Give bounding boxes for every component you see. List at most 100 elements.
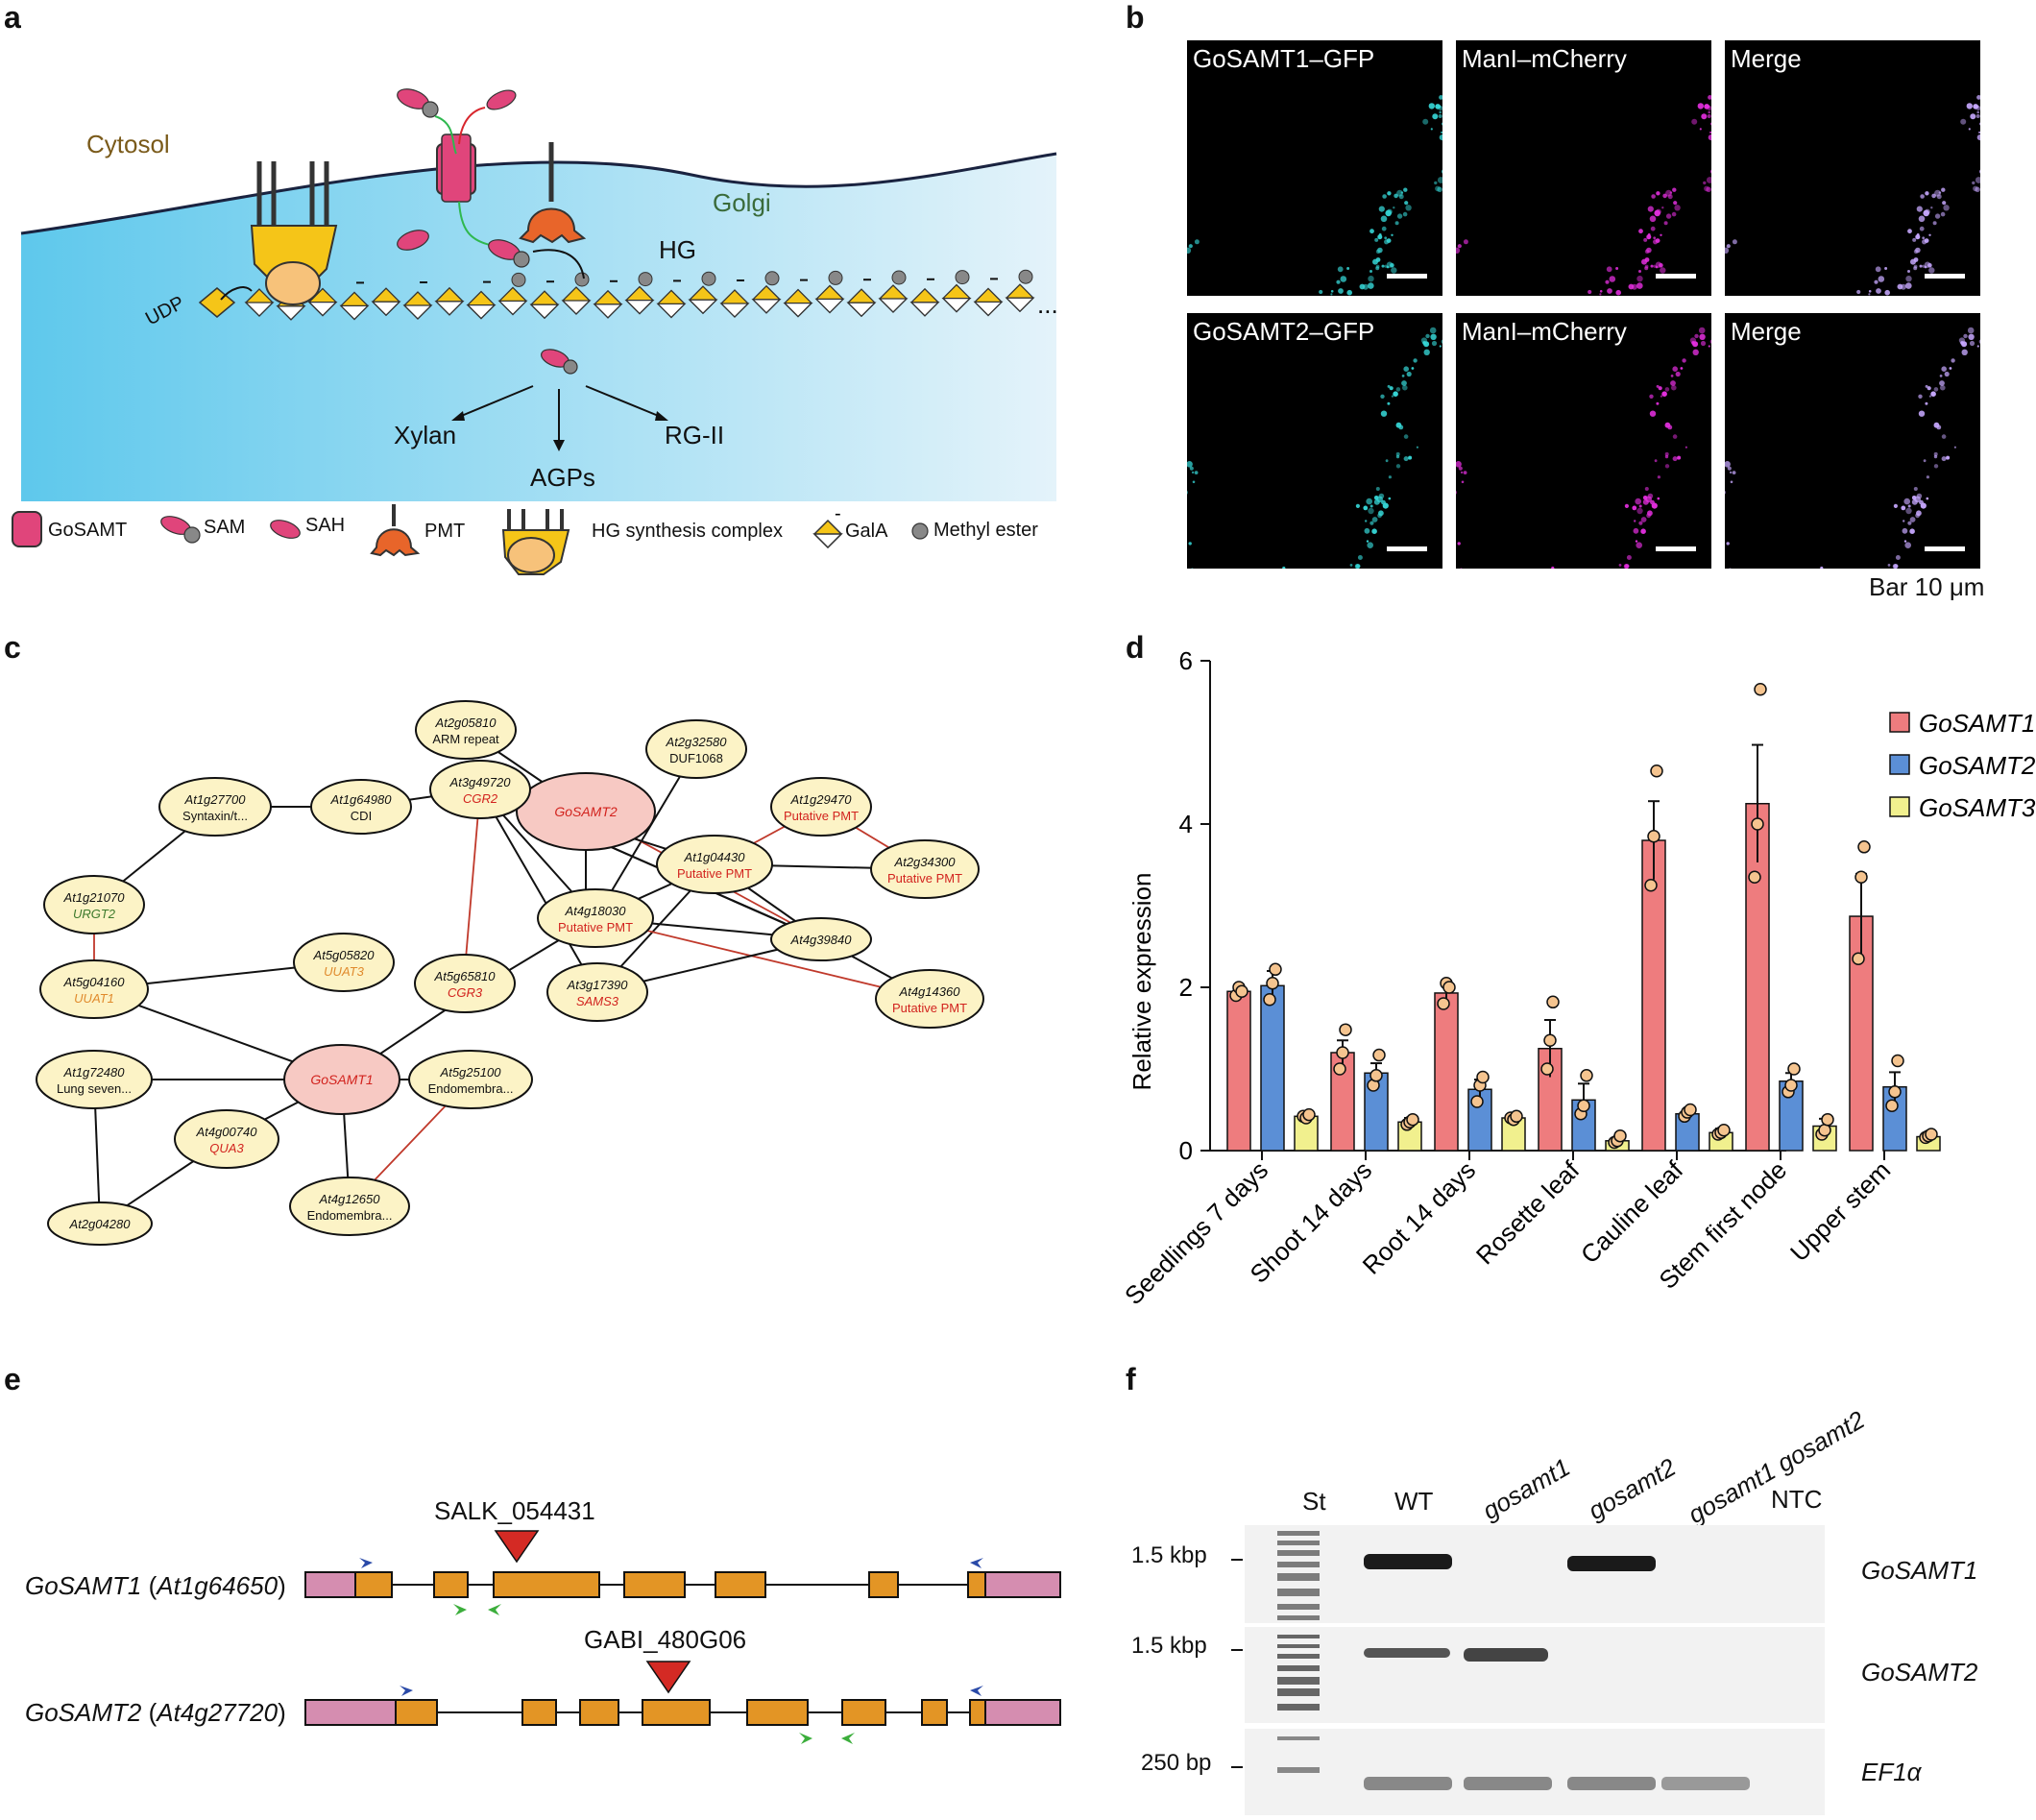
signal-punctum — [1656, 262, 1661, 268]
ladder — [1277, 1635, 1320, 1711]
cytosol-label: Cytosol — [86, 130, 170, 159]
signal-punctum — [1905, 276, 1911, 281]
signal-punctum — [1907, 229, 1912, 233]
signal-punctum — [1662, 194, 1667, 199]
node-id: At3g49720 — [449, 775, 512, 789]
bar-gosamt1 — [1435, 993, 1458, 1151]
signal-punctum — [1408, 456, 1412, 460]
signal-punctum — [1632, 506, 1636, 511]
data-point — [1471, 1096, 1483, 1107]
signal-punctum — [1375, 266, 1379, 270]
signal-punctum — [1394, 194, 1398, 199]
signal-punctum — [1700, 128, 1702, 130]
node-id: At5g04160 — [63, 975, 126, 989]
band-gosamt1 — [1464, 1648, 1548, 1662]
signal-punctum — [1431, 128, 1433, 130]
node-label: Putative PMT — [558, 920, 633, 934]
node-label: ARM repeat — [432, 732, 499, 746]
signal-punctum — [1667, 425, 1672, 430]
signal-punctum — [1656, 191, 1660, 195]
gel-strip-gosamt1 — [1245, 1525, 1825, 1623]
signal-punctum — [1905, 282, 1912, 289]
signal-punctum — [1636, 508, 1642, 514]
x-tick-label: Upper stem — [1784, 1155, 1896, 1267]
signal-punctum — [1917, 494, 1923, 499]
gene2-locus: At4g27720 — [157, 1698, 278, 1727]
signal-punctum — [1658, 497, 1660, 500]
signal-punctum — [1615, 267, 1618, 270]
golgi-compartment — [21, 154, 1056, 501]
signal-punctum — [1676, 372, 1681, 376]
data-point — [1926, 1128, 1937, 1140]
signal-punctum — [1941, 366, 1947, 372]
methyl-ester-dot — [512, 273, 525, 286]
signal-punctum — [1382, 227, 1387, 231]
signal-punctum — [1935, 213, 1940, 218]
signal-punctum — [1681, 367, 1684, 370]
signal-punctum — [1941, 188, 1945, 192]
signal-punctum — [1698, 103, 1704, 109]
signal-punctum — [1350, 564, 1353, 567]
signal-punctum — [1422, 119, 1428, 125]
rg2-label: RG-II — [665, 421, 724, 450]
signal-punctum — [1346, 290, 1352, 296]
signal-punctum — [1402, 375, 1405, 377]
data-point — [1407, 1114, 1418, 1126]
data-point — [1645, 880, 1657, 891]
band-gosamt2 — [1567, 1556, 1656, 1571]
signal-punctum — [1402, 385, 1408, 391]
signal-punctum — [1914, 487, 1918, 491]
signal-punctum — [1884, 267, 1887, 270]
signal-punctum — [1650, 216, 1657, 223]
node-id: At4g18030 — [565, 904, 627, 918]
signal-punctum — [1651, 194, 1656, 199]
signal-punctum — [1876, 266, 1881, 272]
signal-punctum — [1381, 411, 1387, 417]
signal-punctum — [1417, 447, 1418, 449]
signal-punctum — [1651, 265, 1654, 268]
bar-gosamt2 — [1261, 985, 1284, 1151]
signal-punctum — [1699, 328, 1706, 334]
signal-punctum — [1922, 236, 1925, 239]
signal-punctum — [1358, 555, 1363, 560]
signal-punctum — [1942, 434, 1947, 439]
signal-punctum — [1648, 233, 1651, 236]
network-node-gosamt1: GoSAMT1 — [284, 1045, 400, 1114]
methyl-ester-dot — [702, 272, 715, 285]
signal-punctum — [1660, 267, 1665, 273]
band-wt — [1364, 1554, 1452, 1569]
signal-punctum — [1967, 103, 1973, 109]
signal-punctum — [1918, 395, 1922, 399]
data-point — [1889, 1086, 1901, 1098]
signal-punctum — [1384, 236, 1387, 239]
signal-punctum — [1338, 288, 1344, 294]
data-point — [1614, 1130, 1626, 1142]
node-id: At1g72480 — [63, 1065, 126, 1080]
lane-label-wt: WT — [1394, 1487, 1433, 1517]
signal-punctum — [1424, 350, 1430, 355]
node-id: At5g65810 — [434, 969, 497, 983]
signal-punctum — [1903, 520, 1904, 522]
signal-punctum — [1650, 500, 1655, 505]
signal-punctum — [1915, 513, 1920, 518]
signal-punctum — [1624, 564, 1629, 569]
signal-punctum — [1977, 345, 1979, 347]
signal-punctum — [1363, 506, 1368, 511]
signal-punctum — [1728, 467, 1732, 471]
signal-punctum — [1636, 282, 1643, 289]
data-point — [1334, 1063, 1345, 1075]
data-point — [1785, 1080, 1797, 1091]
signal-punctum — [1656, 238, 1660, 243]
signal-punctum — [1389, 475, 1392, 478]
signal-punctum — [1643, 499, 1649, 505]
lane-label-ntc: NTC — [1771, 1485, 1822, 1515]
methyl-ester-dot — [892, 271, 906, 284]
signal-punctum — [1653, 265, 1656, 268]
signal-punctum — [1725, 490, 1726, 496]
merge-signal — [1725, 40, 1980, 296]
node-label: Putative PMT — [784, 809, 859, 823]
signal-punctum — [1456, 248, 1460, 254]
legend-swatch-gosamt1 — [1890, 713, 1909, 732]
signal-punctum — [1925, 402, 1927, 405]
